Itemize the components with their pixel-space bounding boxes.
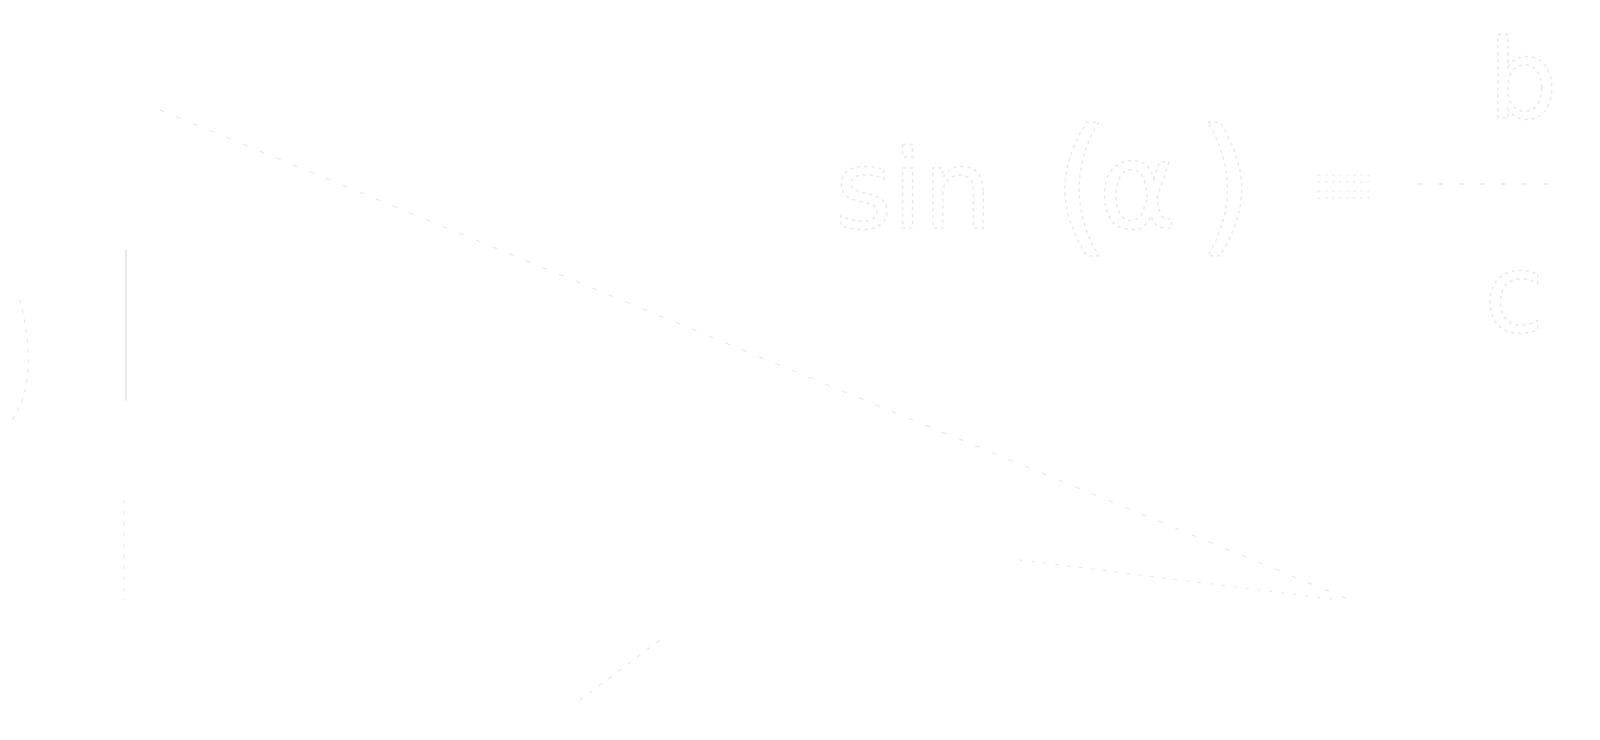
base-fragment: [1019, 559, 1341, 601]
alpha-symbol: α: [1098, 118, 1177, 257]
open-paren: (: [1052, 98, 1111, 272]
numerator-b: b: [1488, 16, 1558, 144]
angle-mark: [579, 639, 661, 701]
close-paren: ): [1196, 98, 1255, 272]
sin-function-label: sin: [835, 126, 993, 254]
left-arc: [11, 299, 29, 421]
denominator-c: c: [1484, 230, 1544, 358]
equals-sign: =: [1310, 138, 1377, 231]
